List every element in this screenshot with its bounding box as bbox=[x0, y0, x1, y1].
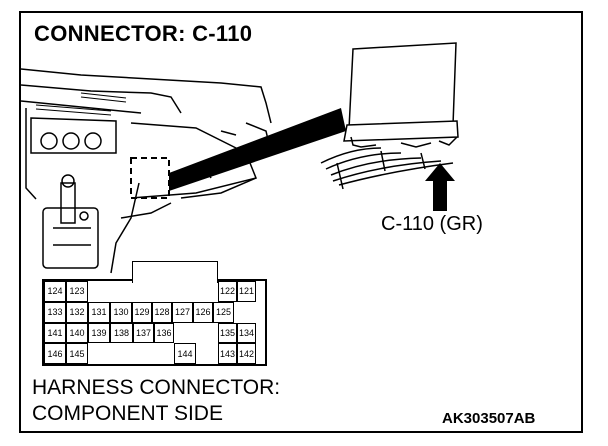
pin-140: 140 bbox=[66, 322, 88, 344]
connector-title: CONNECTOR: C-110 bbox=[34, 21, 253, 46]
pin-122: 122 bbox=[218, 281, 237, 302]
diagram-frame: CONNECTOR: C-110 bbox=[19, 11, 583, 433]
figure-code: AK303507AB bbox=[442, 410, 536, 427]
pin-143: 143 bbox=[218, 343, 237, 364]
pin-135: 135 bbox=[218, 322, 237, 344]
pin-124: 124 bbox=[44, 281, 66, 302]
dashboard-vents bbox=[35, 92, 127, 116]
pin-142: 142 bbox=[237, 343, 256, 364]
pin-134: 134 bbox=[237, 322, 256, 344]
connector-location-marker bbox=[130, 157, 170, 199]
pin-141: 141 bbox=[44, 322, 66, 344]
connector-callout-label: C-110 (GR) bbox=[381, 213, 483, 235]
pin-128: 128 bbox=[152, 301, 172, 323]
pin-126: 126 bbox=[193, 301, 213, 323]
pin-144: 144 bbox=[174, 343, 196, 364]
gear-shifter bbox=[42, 174, 99, 269]
pointer-arrow bbox=[425, 163, 455, 211]
pin-139: 139 bbox=[88, 322, 110, 344]
pin-133: 133 bbox=[44, 301, 66, 323]
pin-136: 136 bbox=[154, 322, 174, 344]
pin-132: 132 bbox=[66, 301, 88, 323]
caption-harness-connector: HARNESS CONNECTOR: bbox=[32, 376, 281, 399]
pin-121: 121 bbox=[237, 281, 256, 302]
pin-145: 145 bbox=[66, 343, 88, 364]
pin-127: 127 bbox=[172, 301, 193, 323]
pin-146: 146 bbox=[44, 343, 66, 364]
pin-123: 123 bbox=[66, 281, 88, 302]
pin-130: 130 bbox=[110, 301, 132, 323]
pin-125: 125 bbox=[213, 301, 234, 323]
pin-138: 138 bbox=[110, 322, 133, 344]
leader-wedge bbox=[169, 108, 346, 191]
pin-129: 129 bbox=[132, 301, 152, 323]
module-enlarged bbox=[320, 42, 459, 190]
caption-component-side: COMPONENT SIDE bbox=[32, 402, 223, 425]
pin-137: 137 bbox=[133, 322, 154, 344]
dashboard-illustration bbox=[21, 42, 459, 274]
dashboard-outline bbox=[21, 68, 272, 274]
pin-131: 131 bbox=[88, 301, 110, 323]
connector-key-notch bbox=[132, 261, 218, 283]
